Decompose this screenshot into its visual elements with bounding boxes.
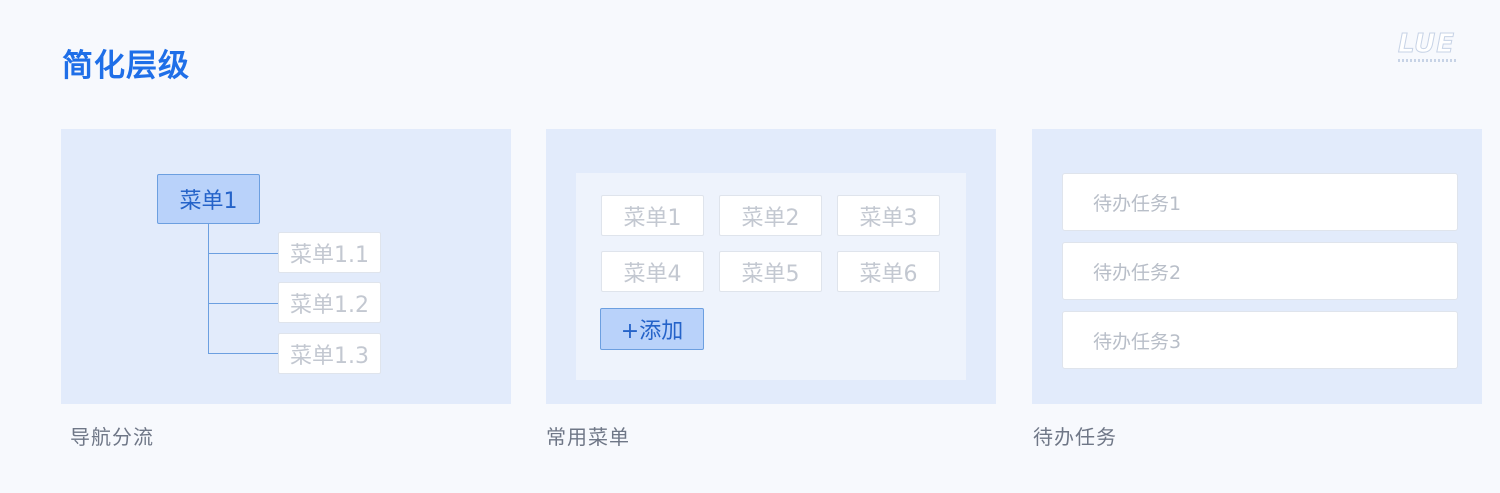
todo-caption: 待办任务 [1033, 425, 1117, 449]
add-menu-button[interactable]: +添加 [600, 308, 704, 350]
logo-text: LUE [1398, 29, 1456, 59]
menu-item[interactable]: 菜单6 [837, 251, 940, 292]
nav-split-panel: 菜单1 菜单1.1 菜单1.2 菜单1.3 [61, 129, 511, 404]
page-title: 简化层级 [62, 48, 190, 84]
todo-item[interactable]: 待办任务2 [1062, 242, 1458, 300]
menu-item[interactable]: 菜单4 [601, 251, 704, 292]
menu-item[interactable]: 菜单1 [601, 195, 704, 236]
tree-connector [208, 303, 278, 304]
menu-item[interactable]: 菜单2 [719, 195, 822, 236]
nav-split-caption: 导航分流 [70, 425, 154, 449]
todo-item[interactable]: 待办任务1 [1062, 173, 1458, 231]
todo-item-label: 待办任务3 [1093, 330, 1182, 353]
tree-child-menu[interactable]: 菜单1.2 [278, 282, 381, 323]
tree-connector [208, 253, 278, 254]
common-menu-container: 菜单1 菜单2 菜单3 菜单4 菜单5 菜单6 +添加 [576, 173, 966, 380]
tree-connector [208, 353, 278, 354]
lue-logo: LUE [1398, 30, 1462, 64]
tree-connector-vertical [208, 224, 209, 354]
menu-item[interactable]: 菜单5 [719, 251, 822, 292]
tree-child-menu[interactable]: 菜单1.3 [278, 333, 381, 374]
common-menu-caption: 常用菜单 [546, 425, 630, 449]
common-menu-panel: 菜单1 菜单2 菜单3 菜单4 菜单5 菜单6 +添加 [546, 129, 996, 404]
tree-child-menu[interactable]: 菜单1.1 [278, 232, 381, 273]
todo-item-label: 待办任务2 [1093, 261, 1182, 284]
todo-item[interactable]: 待办任务3 [1062, 311, 1458, 369]
todo-item-label: 待办任务1 [1093, 192, 1182, 215]
todo-panel: 待办任务1 待办任务2 待办任务3 [1032, 129, 1482, 404]
logo-subline [1398, 59, 1456, 62]
tree-root-menu[interactable]: 菜单1 [157, 174, 260, 224]
menu-item[interactable]: 菜单3 [837, 195, 940, 236]
